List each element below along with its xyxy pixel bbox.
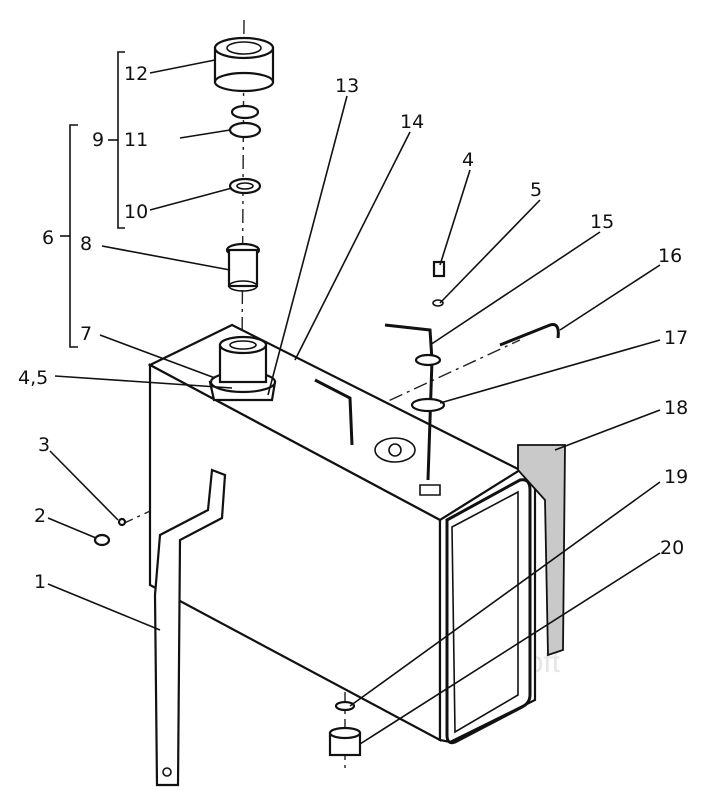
filler-neck (208, 335, 277, 402)
callout-3: 3 (38, 434, 50, 456)
callout-17: 17 (664, 327, 688, 349)
callout-16: 16 (658, 245, 682, 267)
callout-11: 11 (124, 129, 148, 151)
callout-8: 8 (80, 233, 92, 255)
callout-7: 7 (80, 323, 92, 345)
callout-13: 13 (335, 75, 359, 97)
callout-19: 19 (664, 466, 688, 488)
leader-lines (47, 59, 661, 745)
drain-plug-20 (328, 726, 362, 757)
sender-flange (374, 437, 416, 463)
callout-20: 20 (660, 537, 684, 559)
breather-pipe (314, 378, 354, 446)
washer-5 (432, 299, 444, 307)
callout-6: 6 (42, 227, 54, 249)
seal-ring-11 (228, 121, 262, 139)
bolt-4 (432, 260, 446, 278)
group-brackets (60, 51, 125, 348)
drain-washer-19 (334, 700, 356, 712)
rubber-pad (517, 444, 566, 657)
callout-18: 18 (664, 397, 688, 419)
nut-2 (93, 533, 111, 547)
callout-9: 9 (92, 129, 104, 151)
mounting-strap (153, 468, 227, 787)
callout-4-5: 4,5 (18, 367, 48, 389)
callout-5: 5 (530, 179, 542, 201)
washer-3 (117, 517, 127, 527)
ring-10 (228, 177, 262, 195)
callout-12: 12 (124, 63, 148, 85)
fuel-tank (147, 323, 537, 745)
filler-cap (213, 36, 275, 93)
callout-10: 10 (124, 201, 148, 223)
callout-2: 2 (34, 505, 46, 527)
callout-15: 15 (590, 211, 614, 233)
callout-4: 4 (462, 149, 474, 171)
callout-1: 1 (34, 571, 46, 593)
callout-14: 14 (400, 111, 424, 133)
strainer (225, 242, 261, 292)
